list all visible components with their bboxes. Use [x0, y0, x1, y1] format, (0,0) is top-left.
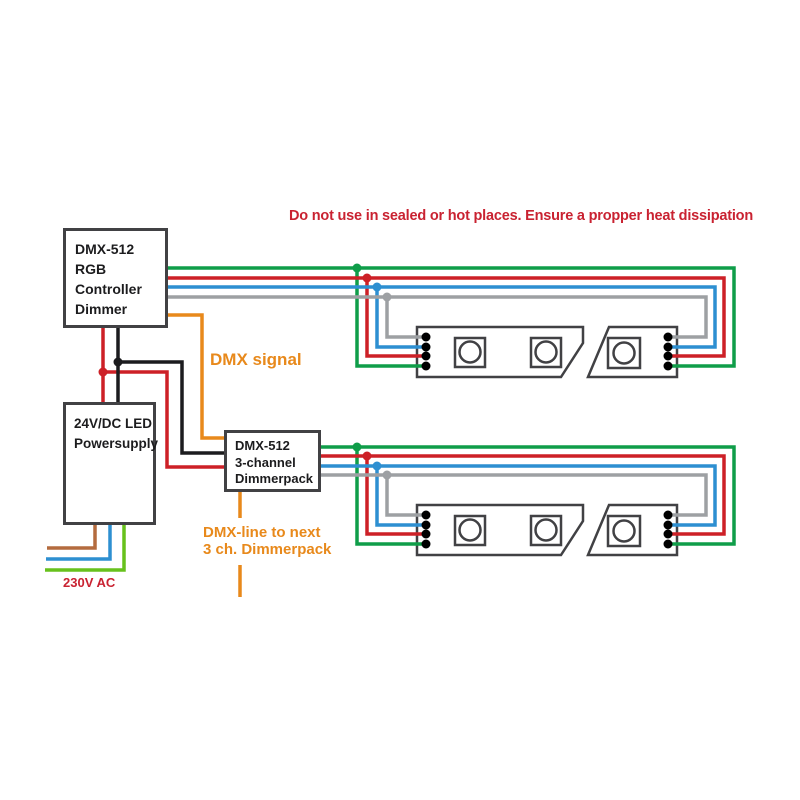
led-chip-circle	[458, 518, 482, 542]
warning-text: Do not use in sealed or hot places. Ensu…	[289, 208, 753, 224]
dmx-line-label: DMX-line to next 3 ch. Dimmerpack	[203, 524, 331, 558]
terminal-dot	[421, 332, 431, 342]
wire-lime-ac	[45, 524, 126, 572]
junction-dot-red-upper	[362, 273, 372, 283]
dimmerpack-line: Dimmerpack	[235, 471, 314, 486]
terminal-dot	[663, 510, 673, 520]
controller-line: DMX-512	[75, 241, 135, 257]
terminal-dot	[421, 520, 431, 530]
terminal-dot	[421, 342, 431, 352]
wire-brown-ac	[47, 524, 97, 550]
wire-blue-lower	[321, 464, 717, 527]
terminal-dot	[663, 361, 673, 371]
junction-dot-blue-lower	[372, 461, 382, 471]
powersupply-line: 24V/DC LED	[74, 416, 153, 431]
controller-line: RGB	[75, 261, 107, 277]
powersupply-line: Powersupply	[74, 436, 159, 451]
terminal-dot	[663, 529, 673, 539]
led-chip-circle	[612, 341, 636, 365]
wire-green-lower	[321, 445, 736, 546]
junction-dot-green-upper	[352, 263, 362, 273]
wire-orange-dmx	[167, 313, 224, 440]
wire-blue-upper	[167, 285, 717, 349]
terminal-dot	[421, 539, 431, 549]
dimmerpack-line: DMX-512	[235, 438, 290, 453]
dmx-line-label-line1: DMX-line to next	[203, 524, 321, 541]
wire-red-lower	[321, 454, 726, 536]
junction-dot-green-lower	[352, 442, 362, 452]
wire-red-upper	[167, 276, 726, 358]
terminal-dot	[663, 332, 673, 342]
led-chip-circle	[458, 340, 482, 364]
controller-line: Controller	[75, 281, 142, 297]
terminal-dot	[421, 510, 431, 520]
terminal-dot	[663, 520, 673, 530]
led-chips	[453, 336, 642, 548]
dmx-line-label-line2: 3 ch. Dimmerpack	[203, 541, 332, 558]
controller-line: Dimmer	[75, 301, 128, 317]
wire-gray-lower	[321, 473, 708, 517]
strip-terminal-dots	[421, 332, 673, 549]
junction-dot-red-lower	[362, 451, 372, 461]
led-chip-circle	[534, 518, 558, 542]
junction-dot-red-power	[98, 367, 108, 377]
junction-dots	[98, 263, 392, 480]
terminal-dot	[421, 529, 431, 539]
wire-red-power	[101, 327, 224, 469]
wire-gray-upper	[167, 295, 708, 339]
ac-voltage-label: 230V AC	[63, 575, 116, 590]
junction-dot-gray-upper	[382, 292, 392, 302]
dimmerpack-line: 3-channel	[235, 454, 296, 470]
terminal-dot	[421, 361, 431, 371]
led-chip-circle	[534, 340, 558, 364]
junction-dot-gray-lower	[382, 470, 392, 480]
upper-rgb-wires	[167, 266, 736, 368]
lower-rgb-wires	[321, 445, 736, 546]
junction-dot-black-power	[113, 357, 123, 367]
terminal-dot	[663, 539, 673, 549]
power-supply-box: 24V/DC LED Powersupply	[63, 402, 159, 525]
terminal-dot	[663, 351, 673, 361]
wire-blue-ac	[46, 524, 112, 561]
led-chip-circle	[612, 519, 636, 543]
terminal-dot	[663, 342, 673, 352]
terminal-dot	[421, 351, 431, 361]
dimmerpack-box: DMX-512 3-channel Dimmerpack	[224, 430, 321, 492]
dmx-signal-label: DMX signal	[210, 350, 302, 369]
wire-green-upper	[167, 266, 736, 368]
junction-dot-blue-upper	[372, 282, 382, 292]
dmx-controller-box: DMX-512 RGB Controller Dimmer	[63, 228, 168, 328]
